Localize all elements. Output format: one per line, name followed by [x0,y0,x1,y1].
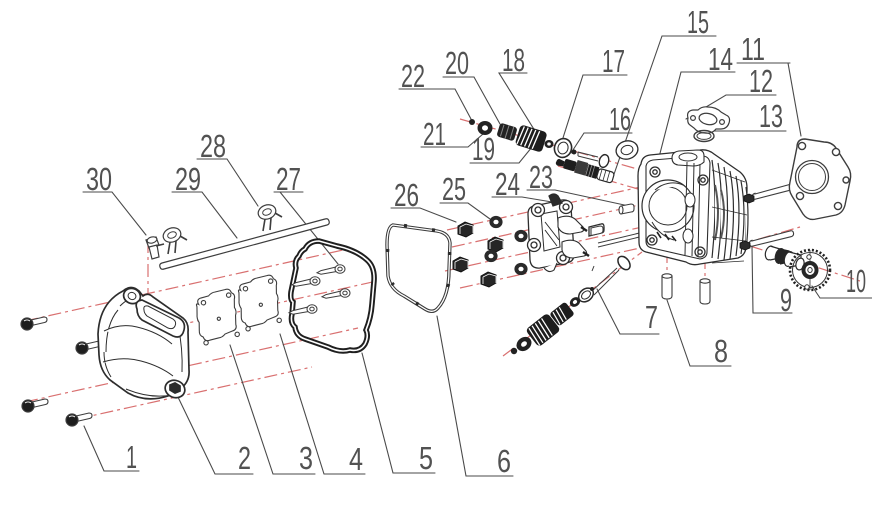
svg-text:30: 30 [86,161,112,197]
svg-text:14: 14 [708,41,733,77]
svg-text:13: 13 [759,98,783,134]
svg-text:29: 29 [175,161,201,197]
svg-text:8: 8 [714,333,728,369]
svg-text:23: 23 [529,159,553,195]
svg-text:10: 10 [846,263,866,299]
svg-text:27: 27 [276,161,301,197]
svg-text:19: 19 [472,131,495,167]
svg-text:5: 5 [419,440,433,476]
svg-text:25: 25 [442,171,466,207]
svg-text:1: 1 [126,439,137,475]
svg-text:26: 26 [394,177,419,213]
svg-text:11: 11 [741,31,765,67]
svg-text:9: 9 [780,282,792,318]
svg-text:15: 15 [687,4,709,40]
svg-text:28: 28 [200,128,226,164]
svg-text:24: 24 [495,166,520,202]
svg-text:17: 17 [602,43,625,79]
svg-text:21: 21 [423,116,446,152]
svg-text:16: 16 [609,101,631,137]
svg-text:20: 20 [445,45,469,81]
svg-text:2: 2 [238,440,251,476]
svg-text:22: 22 [401,58,425,94]
svg-text:18: 18 [502,42,525,78]
svg-text:4: 4 [349,441,363,477]
svg-text:6: 6 [497,443,511,479]
svg-text:12: 12 [749,63,773,99]
svg-text:7: 7 [645,299,658,335]
svg-text:3: 3 [299,440,313,476]
